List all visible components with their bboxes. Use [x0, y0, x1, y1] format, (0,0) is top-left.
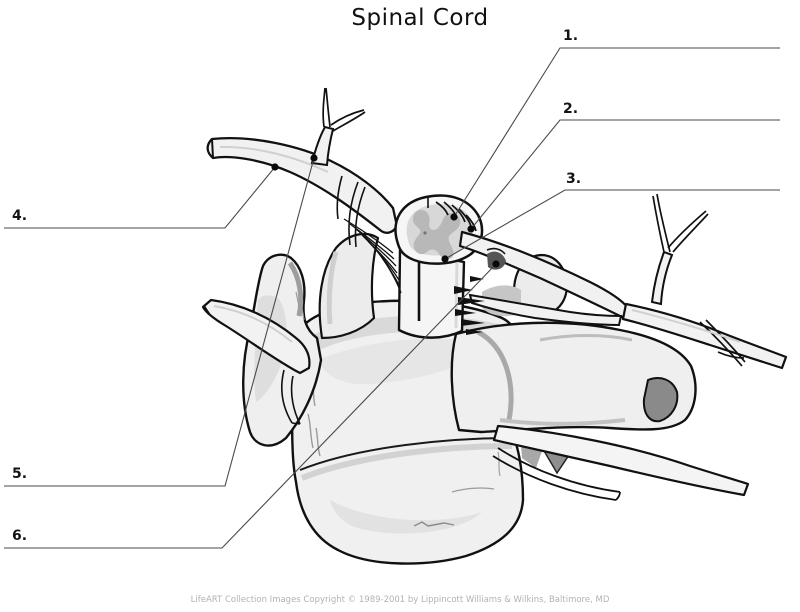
target-dot-3: [441, 255, 449, 263]
label-5: 5.: [12, 466, 28, 482]
label-1: 1.: [563, 28, 579, 44]
dorsal-rootlets: [435, 201, 477, 232]
copyright-credit: LifeART Collection Images Copyright © 19…: [190, 595, 610, 605]
leader-line-4: [4, 166, 276, 229]
target-dot-6: [492, 260, 500, 268]
left-spinal-nerve: [206, 87, 399, 248]
target-dot-2: [467, 225, 475, 233]
right-lower-spinal-nerve: [492, 424, 750, 501]
leader-line-1: [453, 47, 780, 218]
right-spinal-nerve: [458, 193, 788, 370]
leader-line-3: [444, 189, 780, 260]
leader-line-6: [4, 263, 497, 549]
spinal-cord-front-face: [397, 248, 466, 339]
central-canal: [423, 231, 427, 235]
leader-dots: [271, 154, 500, 268]
left-dorsal-rootlets: [343, 218, 402, 294]
gray-matter-butterfly: [413, 209, 461, 260]
target-dot-5: [310, 154, 318, 162]
label-3: 3.: [566, 171, 582, 187]
label-6: 6.: [12, 528, 28, 544]
ventral-rootlets: [454, 276, 485, 335]
label-4: 4.: [12, 208, 28, 224]
leader-line-2: [470, 119, 780, 230]
target-dot-4: [271, 163, 279, 171]
label-2: 2.: [563, 101, 579, 117]
target-dot-1: [450, 213, 458, 221]
left-lower-spinal-nerve: [201, 298, 311, 425]
page-title: Spinal Cord: [351, 5, 489, 31]
leader-line-5: [4, 157, 315, 487]
leader-lines: [4, 47, 780, 549]
left-pedicle: [318, 232, 380, 340]
